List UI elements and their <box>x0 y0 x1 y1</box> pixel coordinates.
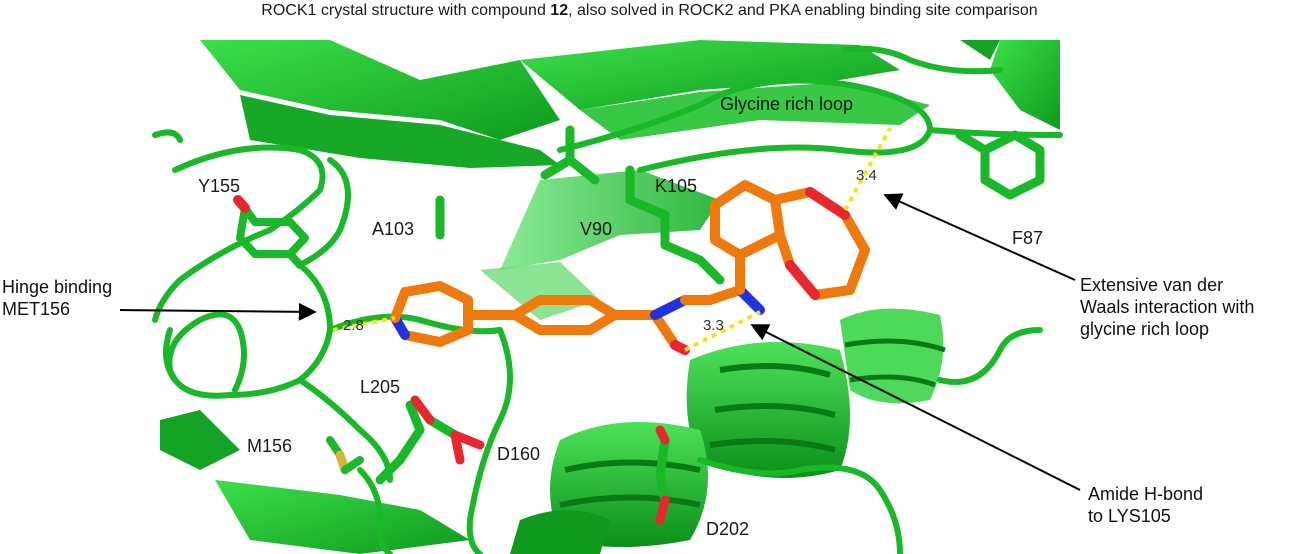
annotation-hinge-binding: Hinge binding MET156 <box>2 276 112 320</box>
arrow-vdw <box>883 193 1076 281</box>
distance-loop-label: 3.4 <box>856 167 877 184</box>
label-l205: L205 <box>360 377 400 397</box>
label-y155: Y155 <box>198 176 240 196</box>
beta-sheet-top <box>200 40 930 168</box>
side-chains <box>233 125 1045 525</box>
residue-d202-sticks <box>655 425 670 525</box>
residue-d160-sticks <box>410 395 485 465</box>
residue-k105-sticks <box>625 165 725 285</box>
ligand-pyridine-ring <box>400 281 473 347</box>
label-d202: D202 <box>706 519 749 539</box>
beta-sheet-top-right <box>960 40 1060 130</box>
label-glycine-rich-loop: Glycine rich loop <box>720 94 853 114</box>
caption-compound-number: 12 <box>550 2 569 19</box>
beta-sheet-bottom-left <box>160 410 470 554</box>
label-k105: K105 <box>655 176 697 196</box>
ligand-compound-12 <box>390 180 870 355</box>
annotation-vdw-line-3: glycine rich loop <box>1080 319 1210 339</box>
alpha-helix-lower-right <box>686 308 946 478</box>
annotation-vdw-line-1: Extensive van der <box>1080 275 1224 295</box>
annotation-hinge-line-1: Hinge binding <box>2 277 113 297</box>
residue-f87-sticks <box>955 130 1045 200</box>
residue-labels: Glycine rich loop Y155 A103 V90 K105 F87… <box>198 94 1043 539</box>
annotation-amide-line-2: to LYS105 <box>1088 506 1171 526</box>
residue-y155-sticks <box>233 195 309 269</box>
annotation-vdw-interaction: Extensive van der Waals interaction with… <box>1080 274 1254 340</box>
beta-sheet-middle <box>480 170 720 320</box>
residue-l205-sticks <box>375 400 425 485</box>
caption-text-before: ROCK1 crystal structure with compound <box>261 2 551 19</box>
ligand-benzo-ring <box>710 180 785 260</box>
callout-arrows <box>119 193 1081 491</box>
label-f87: F87 <box>1012 228 1043 248</box>
annotation-hinge-line-2: MET156 <box>2 299 71 319</box>
hydrogen-bonds <box>332 127 892 352</box>
label-a103: A103 <box>372 219 414 239</box>
caption-text-after: , also solved in ROCK2 and PKA enabling … <box>568 2 1038 19</box>
residue-v90-sticks <box>540 125 600 185</box>
residue-m156-sticks <box>326 436 364 475</box>
protein-loops <box>152 45 1063 554</box>
hbond-hinge <box>332 316 396 332</box>
label-d160: D160 <box>497 444 540 464</box>
arrow-amide <box>750 324 1081 491</box>
distance-labels: 2.8 3.3 3.4 <box>343 167 877 334</box>
annotation-amide-hbond: Amide H-bond to LYS105 <box>1088 483 1203 527</box>
annotation-amide-line-1: Amide H-bond <box>1088 484 1204 504</box>
distance-hinge-label: 2.8 <box>343 317 364 334</box>
annotation-vdw-line-2: Waals interaction with <box>1080 297 1255 317</box>
label-v90: V90 <box>580 219 612 239</box>
ligand-phenyl-ring <box>510 295 620 335</box>
distance-amide-label: 3.3 <box>703 317 724 334</box>
hbond-amide <box>684 310 761 352</box>
figure-caption: ROCK1 crystal structure with compound 12… <box>0 2 1299 20</box>
alpha-helix-bottom <box>510 422 708 554</box>
arrow-hinge <box>119 302 317 321</box>
ligand-pyran-ring <box>770 187 870 300</box>
label-m156: M156 <box>247 436 292 456</box>
